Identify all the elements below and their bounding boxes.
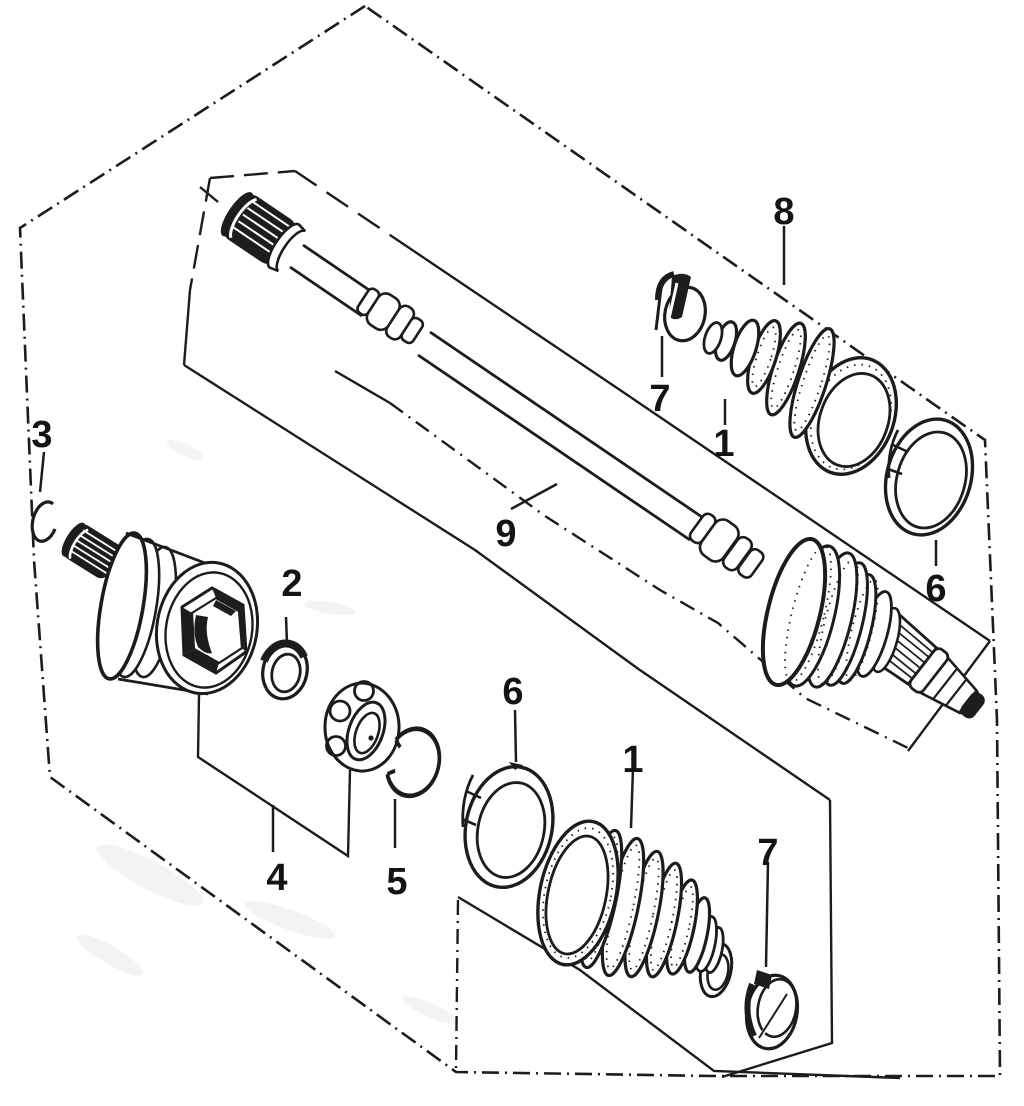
svg-text:7: 7 (649, 378, 670, 420)
svg-text:9: 9 (495, 513, 516, 555)
svg-text:4: 4 (266, 857, 287, 899)
svg-text:7: 7 (757, 832, 778, 874)
svg-text:5: 5 (386, 861, 407, 903)
svg-text:6: 6 (925, 568, 946, 610)
svg-text:6: 6 (502, 671, 523, 713)
svg-text:3: 3 (31, 414, 52, 456)
svg-text:1: 1 (713, 423, 734, 465)
svg-text:1: 1 (622, 739, 643, 781)
svg-text:8: 8 (773, 191, 794, 233)
svg-text:2: 2 (281, 563, 302, 605)
